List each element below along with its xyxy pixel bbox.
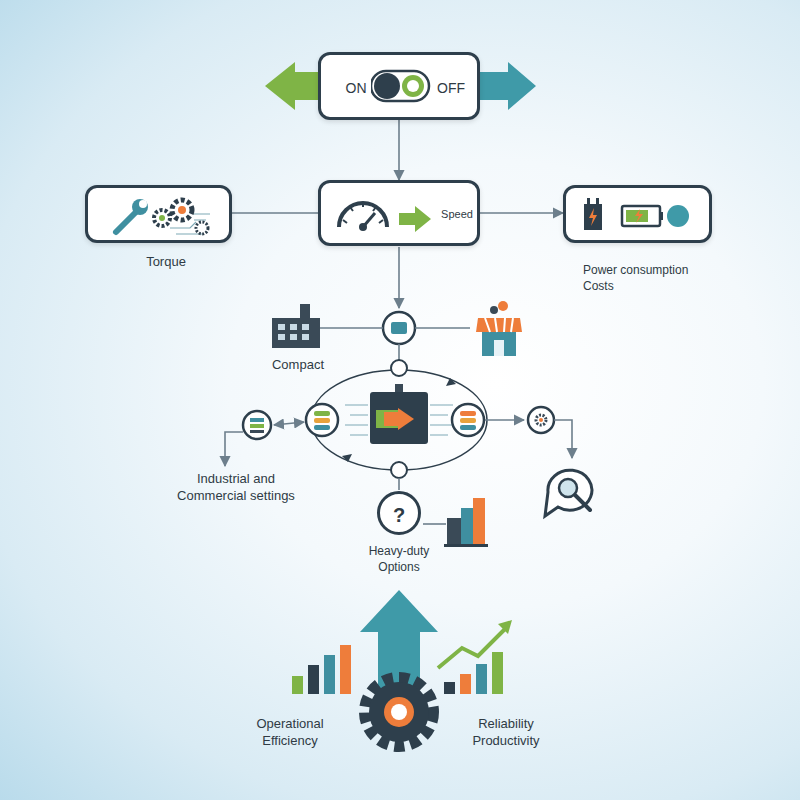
connector — [480, 212, 563, 214]
off-text: OFF — [433, 79, 469, 97]
wire — [274, 422, 304, 425]
ring-dot — [391, 360, 407, 376]
wire — [554, 420, 572, 458]
bar-chart-right — [438, 620, 512, 694]
shop-icon — [476, 301, 522, 356]
right-arrow — [480, 62, 536, 110]
torque-box: Torque — [85, 185, 232, 243]
speed-box: Speed — [318, 180, 480, 246]
productivity-label: Reliability Productivity — [456, 716, 556, 750]
power-text: Power consumption Costs — [583, 263, 705, 294]
ring-dot — [391, 462, 407, 478]
icon — [371, 69, 431, 105]
factory-icon — [272, 304, 320, 348]
wire — [398, 247, 400, 308]
icon — [333, 193, 433, 237]
hub-icon — [391, 322, 407, 334]
buildings-icon — [444, 498, 488, 547]
icon — [110, 194, 220, 240]
search-bubble — [545, 470, 592, 516]
left-arrow — [265, 62, 318, 110]
bar-chart-left — [292, 645, 351, 694]
heavy-duty-text: Heavy-duty Options — [358, 544, 440, 575]
speed-text: Speed — [435, 207, 479, 221]
wire — [398, 478, 400, 490]
wire — [225, 432, 243, 466]
gear-small — [528, 407, 554, 433]
torque-text: Torque — [136, 254, 196, 271]
stack-icon — [306, 404, 484, 436]
motor-icon — [370, 384, 428, 444]
on-text: ON — [341, 79, 371, 97]
wire — [423, 523, 446, 525]
layers-icon — [243, 411, 271, 439]
settings-label: Industrial and Commercial settings — [177, 471, 295, 505]
icon — [582, 196, 692, 236]
toggle-box: ON OFF — [318, 52, 480, 120]
big-gear — [365, 678, 433, 746]
wire — [320, 327, 383, 329]
question-circle: ?Heavy-duty Options — [377, 491, 421, 535]
hub-circle — [383, 312, 415, 344]
wire — [485, 419, 524, 421]
efficiency-label: Operational Efficiency — [240, 716, 340, 750]
connector — [398, 120, 400, 180]
big-up-arrow — [360, 590, 438, 690]
wire — [415, 327, 470, 329]
connector — [232, 212, 318, 214]
compact-label: Compact — [253, 357, 343, 374]
power-box: Power consumption Costs — [563, 185, 712, 243]
question-text: ? — [380, 502, 418, 528]
wire — [398, 344, 400, 360]
